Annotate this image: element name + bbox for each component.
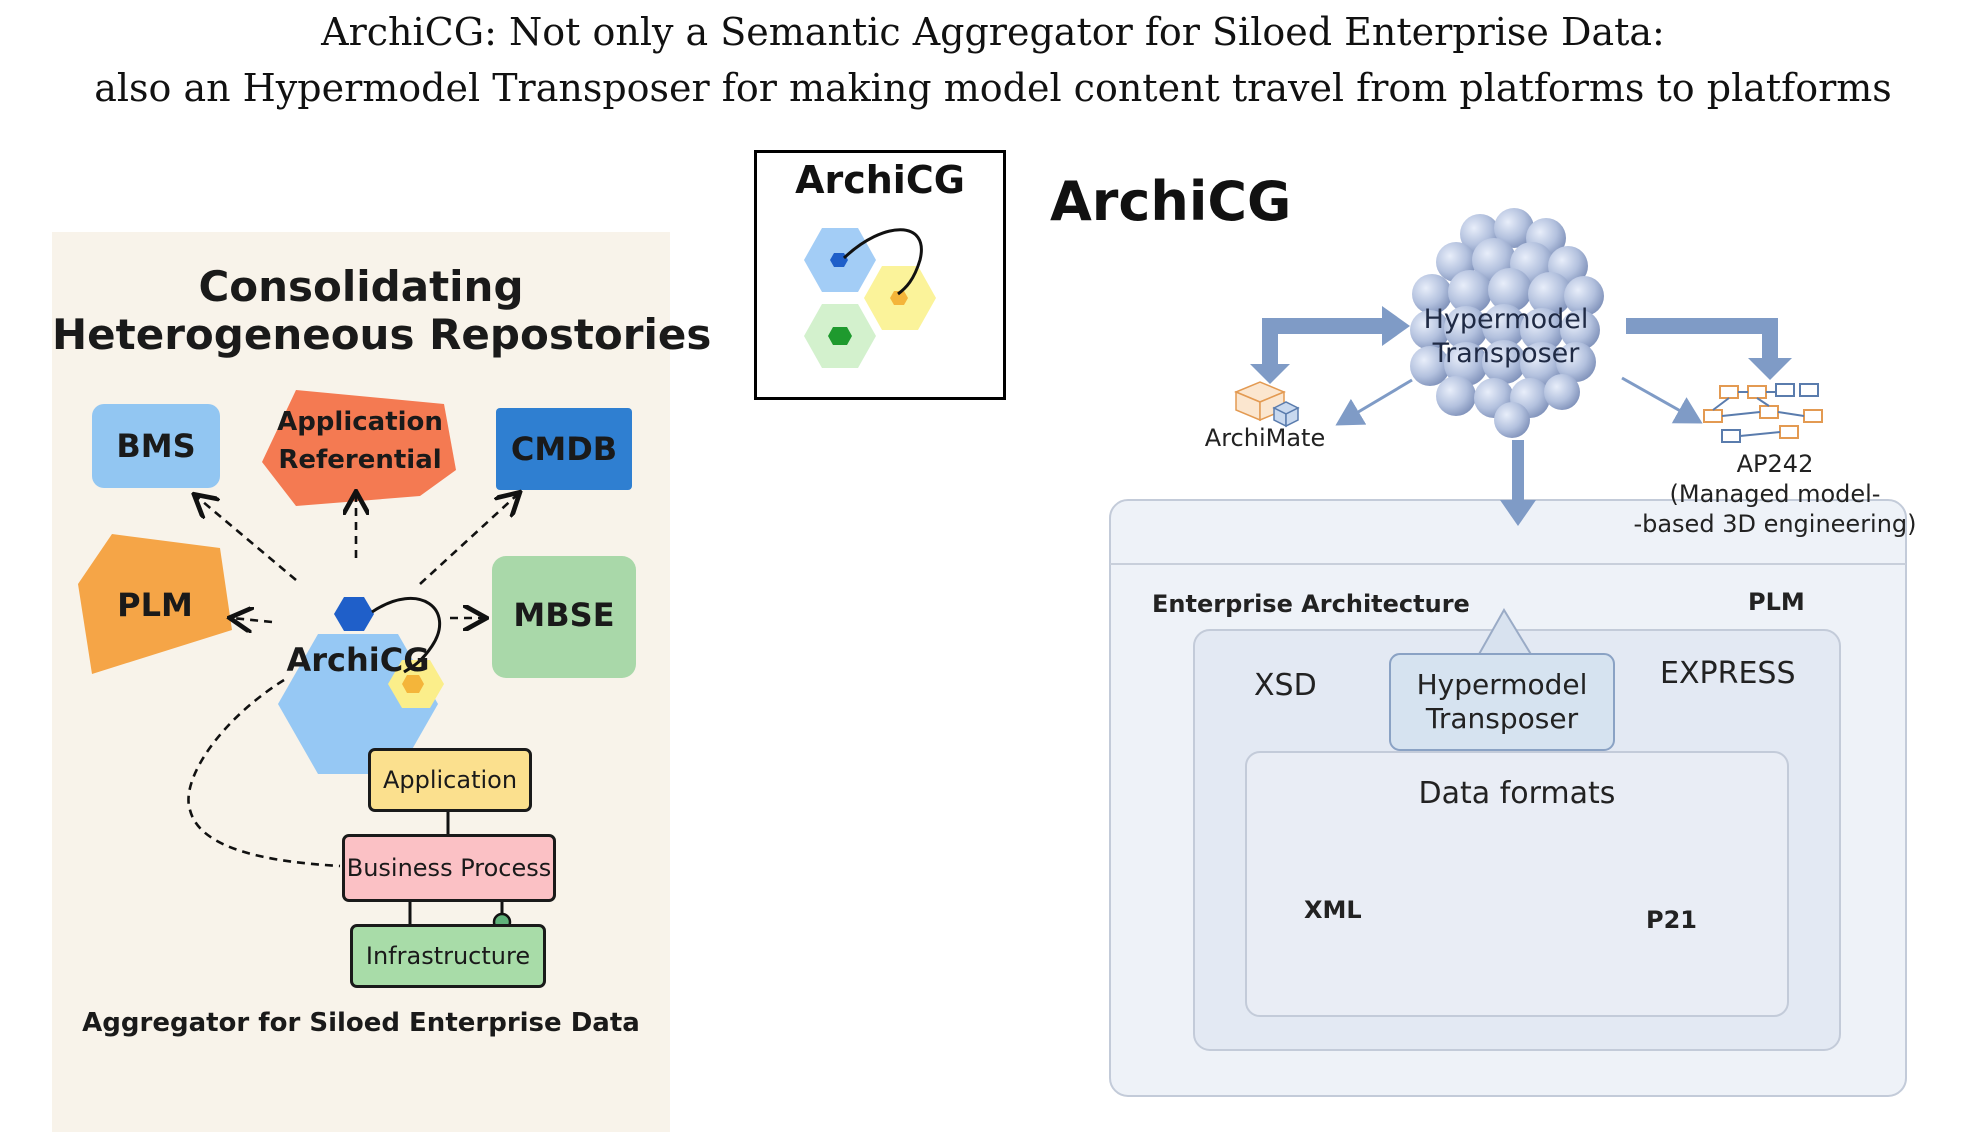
hypermodel-label-2: Transposer [1432,338,1580,369]
archicg-logo-icon [804,228,936,368]
left-panel-caption: Aggregator for Siloed Enterprise Data [82,1008,640,1038]
arrow-to-archimate-thick [1262,318,1382,374]
application-layer-box: Application [368,748,532,812]
arrow-to-archimate-thin [1335,378,1413,426]
xsd-label: XSD [1254,668,1317,703]
title-line-1: ArchiCG: Not only a Semantic Aggregator … [321,10,1665,54]
archicg-to-business-process-curve [187,678,341,868]
plm-label: PLM [117,586,193,624]
p21-label: P21 [1646,906,1697,934]
express-label: EXPRESS [1660,656,1796,691]
title-line-2: also an Hypermodel Transposer for making… [94,66,1892,110]
ap242-network-icon [1703,383,1823,443]
arrow-to-ap242-thick [1626,318,1778,362]
application-referential-shape [262,390,456,506]
hypermodel-label-1: Hypermodel [1423,304,1589,335]
arrow-to-plm [232,618,273,622]
right-panel-title: ArchiCG [1050,170,1292,233]
left-panel-title-line-1: Consolidating [198,262,524,311]
data-formats-label: Data formats [1418,776,1616,811]
mbse-label: MBSE [513,596,615,634]
archicg-label: ArchiCG [286,641,430,679]
data-formats-container [1245,751,1789,1017]
arrow-from-archimate-head [1382,306,1410,346]
application-referential-label-1: Application [277,407,443,437]
enterprise-architecture-label: Enterprise Architecture [1152,590,1470,618]
bms-box [92,404,220,488]
cmdb-box [496,408,632,490]
application-referential-label-2: Referential [278,445,442,475]
cmdb-label: CMDB [510,430,618,468]
archimate-label: ArchiMate [1204,424,1326,452]
mbse-box [492,556,636,678]
arrow-to-ap242-thin [1621,376,1703,424]
archicg-logo-label: ArchiCG [795,158,965,202]
inner-hypermodel-label-1: Hypermodel [1416,668,1588,701]
xml-label: XML [1304,896,1362,924]
left-panel-title-line-2: Heterogeneous Repostories [52,310,712,359]
inner-transposer-box [1389,653,1615,751]
infrastructure-layer-box: Infrastructure [350,924,546,988]
inner-hypermodel-label-2: Transposer [1425,702,1579,735]
plm-shape [78,534,232,674]
archicg-dark-hex-icon [334,597,374,631]
archicg-yellow-dot-icon [402,675,424,693]
plm-section-label: PLM [1748,588,1805,616]
ap242-label-1: AP242 [1736,450,1814,478]
bms-label: BMS [116,427,196,465]
archicg-connector-curve [371,596,442,674]
ap242-label-3: -based 3D engineering) [1633,510,1917,538]
hypermodel-transposer-cluster [1410,208,1604,438]
business-process-layer-box: Business Process [342,834,556,902]
ap242-label-2: (Managed model- [1669,480,1881,508]
arrow-to-bms [196,496,297,581]
